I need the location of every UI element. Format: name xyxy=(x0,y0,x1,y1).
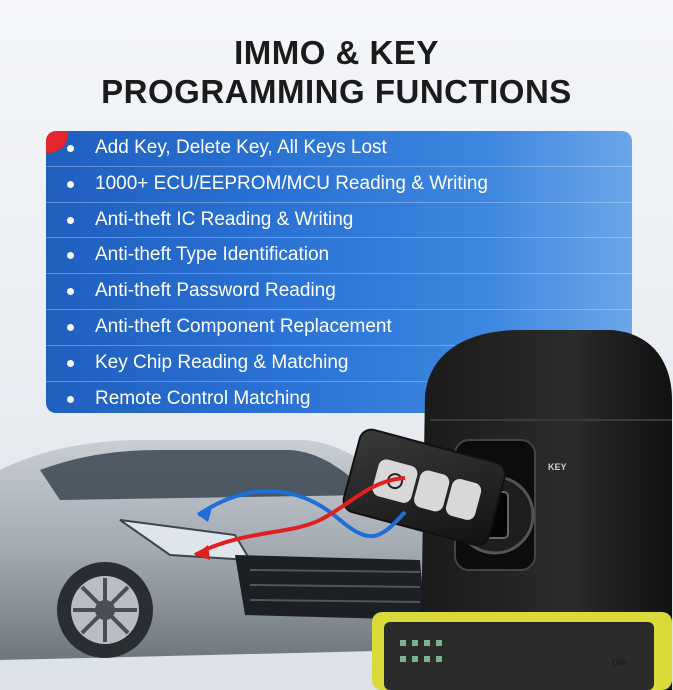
device-dip-label: DIP xyxy=(612,658,628,668)
bullet-icon xyxy=(67,359,74,367)
feature-label: Anti-theft IC Reading & Writing xyxy=(95,208,354,230)
feature-label: 1000+ ECU/EEPROM/MCU Reading & Writing xyxy=(95,172,488,194)
bullet-icon xyxy=(67,180,74,188)
feature-item: Anti-theft IC Reading & Writing xyxy=(46,203,632,239)
feature-label: Add Key, Delete Key, All Keys Lost xyxy=(95,137,387,158)
signal-arrows xyxy=(194,476,407,560)
feature-item: Anti-theft Password Reading xyxy=(46,274,632,310)
feature-label: Anti-theft Password Reading xyxy=(95,280,336,302)
bullet-icon xyxy=(67,252,74,260)
feature-item: Key Chip Reading & Matching xyxy=(46,346,632,382)
programmer-device-image xyxy=(372,330,672,690)
bullet-icon xyxy=(67,288,74,296)
bullet-icon xyxy=(67,216,74,224)
device-key-label: KEY xyxy=(548,462,567,472)
car-key-image xyxy=(342,428,507,547)
car-image xyxy=(0,440,445,660)
bullet-icon xyxy=(67,145,74,152)
bullet-icon xyxy=(67,395,74,403)
feature-item: Anti-theft Component Replacement xyxy=(46,310,632,346)
feature-label: Remote Control Matching xyxy=(95,387,311,409)
feature-item: Remote Control Matching xyxy=(46,382,632,413)
page-title-line-1: IMMO & KEY xyxy=(234,34,439,71)
page-title-line-2: PROGRAMMING FUNCTIONS xyxy=(101,73,572,110)
bullet-icon xyxy=(67,323,74,331)
feature-item: Anti-theft Type Identification xyxy=(46,238,632,275)
feature-label: Anti-theft Component Replacement xyxy=(95,315,392,337)
feature-label: Anti-theft Type Identification xyxy=(95,244,330,266)
feature-item: 1000+ ECU/EEPROM/MCU Reading & Writing xyxy=(46,167,632,203)
feature-item: Add Key, Delete Key, All Keys Lost xyxy=(46,131,632,167)
feature-label: Key Chip Reading & Matching xyxy=(95,351,349,373)
